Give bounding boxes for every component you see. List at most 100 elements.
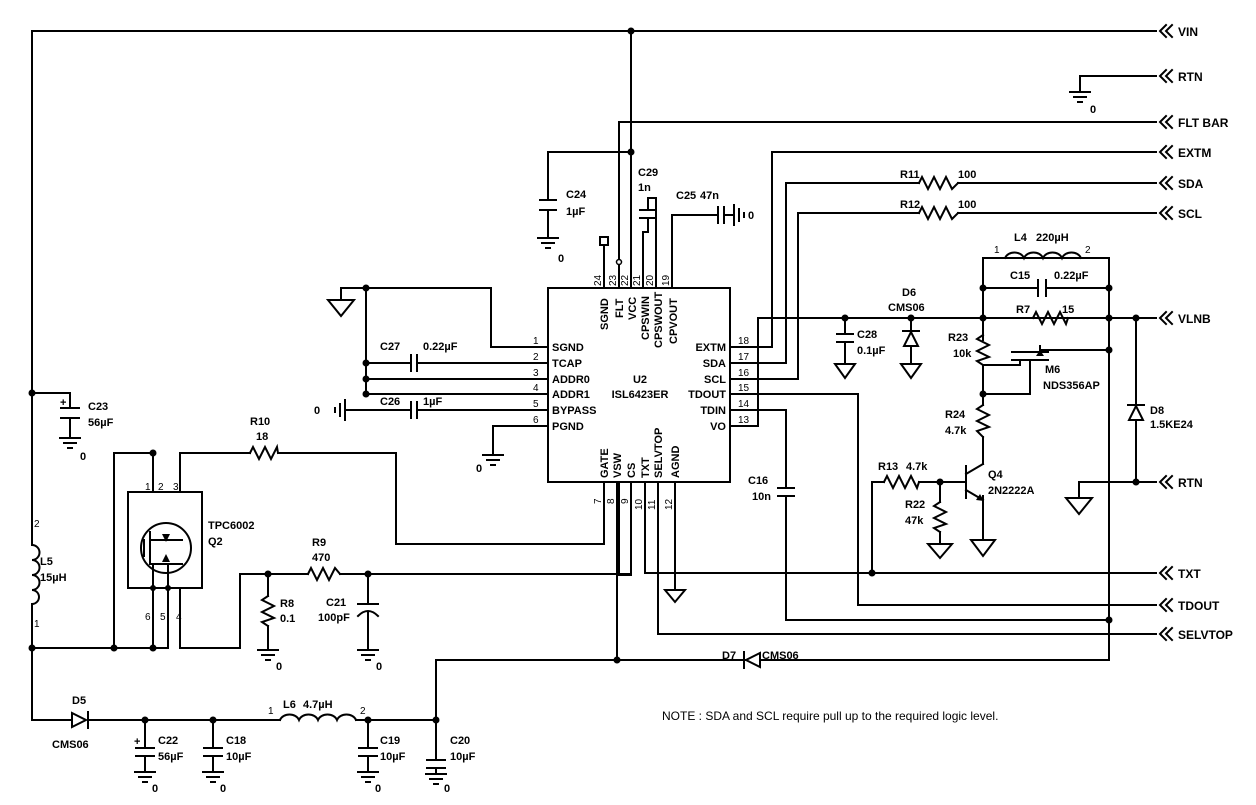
schematic-label: FLT BAR [1178,116,1229,130]
schematic-label: 56µF [158,751,184,763]
schematic-label: D6 [902,287,916,299]
schematic-label: TPC6002 [208,520,254,532]
schematic-label: Q4 [988,469,1004,481]
ic-pin-num: 20 [645,274,656,286]
schematic-label: RTN [1178,70,1203,84]
schematic-label: SDA [1178,177,1204,191]
port-txt: TXT [1158,565,1201,581]
ic-pin-num: 17 [738,352,750,363]
ic-pin-num: 3 [533,368,539,379]
ic-pin-num: 8 [606,498,617,504]
schematic-label: Q2 [208,536,223,548]
ic-pin-name: SDA [703,358,726,370]
ground-symbol: 0 [59,437,86,463]
ground-symbol: 0 [733,204,754,226]
ground-symbol: 0 [314,399,346,421]
transistor-m6: M6 NDS356AP [982,345,1100,392]
transistor-q4: Q4 2N2222A [964,462,1035,502]
schematic-label: C24 [566,189,587,201]
schematic-label: 6 [145,612,151,623]
schematic-label: 47k [905,515,924,527]
schematic-label: 1 [994,245,1000,256]
port-vin: VIN [1158,23,1198,39]
schematic-label: 0 [1090,104,1096,116]
schematic-label: 100 [958,199,976,211]
ground-symbol: 0 [357,649,382,673]
schematic-label: 100 [958,169,976,181]
ic-pin-name: GATE [599,448,611,478]
schematic-label: R9 [312,537,326,549]
schematic-label: 1 [145,482,151,493]
ic-pin-name: ADDR0 [552,374,590,386]
schematic-label: TDOUT [1178,599,1220,613]
ic-pin-name: EXTM [695,342,726,354]
ic-pin-name: AGND [670,446,682,478]
schematic-label: 2 [360,706,366,717]
schematic-label: 4 [176,612,182,623]
schematic-label: 0 [375,783,381,795]
ic-pin-name: TCAP [552,358,582,370]
ground-triangle [662,589,688,604]
schematic-label: 1µF [566,206,585,218]
ground-symbol: 0 [476,454,504,475]
capacitor-c18: C18 10µF [203,735,252,763]
schematic-label: 220µH [1036,232,1069,244]
ic-pin-name: SGND [599,298,611,330]
schematic-label: 15 [1062,304,1074,316]
schematic-label: C19 [380,735,400,747]
ic-pin-num: 13 [738,415,750,426]
schematic-label: 2 [34,519,40,530]
ground-symbol: 0 [134,755,158,795]
schematic-label: R24 [945,409,966,421]
schematic-label: 0 [558,253,564,265]
schematic-label: 0 [748,210,754,222]
schematic-label: 10µF [226,751,252,763]
schematic-label: C22 [158,735,178,747]
ic-pin-name: TDIN [700,405,726,417]
port-vlnb: VLNB [1158,310,1211,326]
schematic-label: D5 [72,695,86,707]
ground-triangle [969,539,997,558]
schematic-label: R22 [905,499,925,511]
schematic-label: EXTM [1178,146,1211,160]
schematic-label: C16 [748,475,768,487]
schematic-label: SCL [1178,207,1202,221]
schematic-label: 15µH [40,572,67,584]
schematic-label: C25 [676,190,696,202]
schematic-label: R13 [878,461,898,473]
ic-pin-name: SGND [552,342,584,354]
schematic-label: C18 [226,735,246,747]
schematic-label: R11 [900,169,920,181]
schematic-label: C28 [857,329,877,341]
schematic-label: C23 [88,401,108,413]
ic-pin-name: CPSWIN [640,296,652,340]
ground-symbol: 0 [357,755,381,795]
schematic-label: 0.1 [280,613,295,625]
schematic-label: C26 [380,396,400,408]
schematic-label: M6 [1045,364,1060,376]
port-extm: EXTM [1158,144,1211,160]
ground-symbol: 0 [425,767,450,795]
schematic-label: C27 [380,341,400,353]
port-tdout: TDOUT [1158,597,1220,613]
schematic-label: 4.7k [945,425,967,437]
schematic-label: NDS356AP [1043,380,1100,392]
ground-triangle [325,299,357,318]
port-rtn: RTN [1158,68,1203,84]
ground-triangle [925,543,955,560]
